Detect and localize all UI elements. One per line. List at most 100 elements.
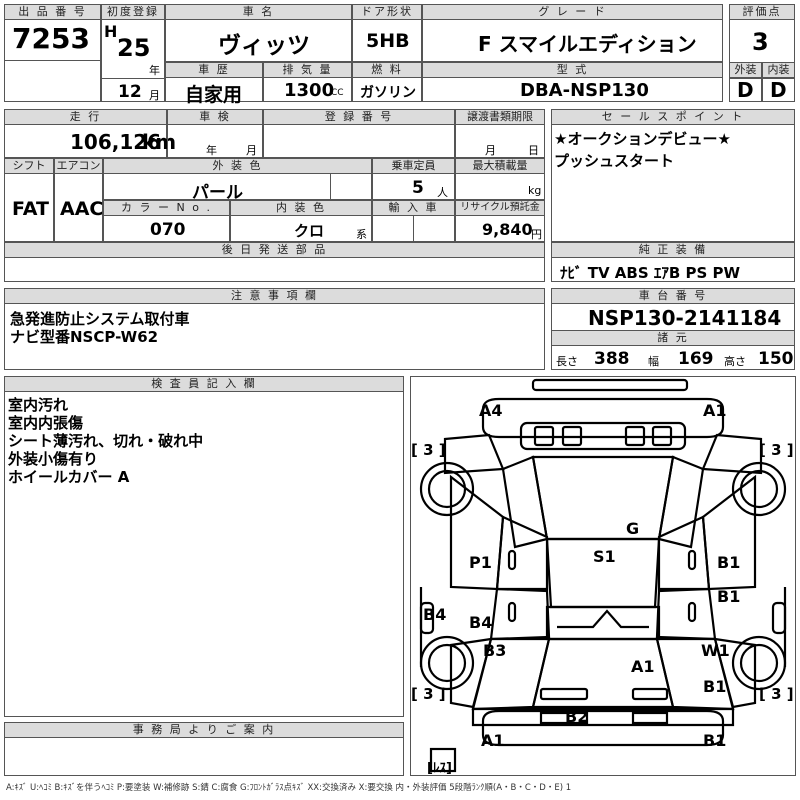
score-label: 評価点: [729, 4, 795, 20]
fuel: ガソリン: [360, 85, 416, 101]
mark-b1-bottom-right: B1: [703, 731, 727, 750]
ac: AAC: [60, 198, 104, 220]
color: パール: [192, 183, 243, 203]
shift-label: シフト: [4, 158, 54, 174]
inspector-note: シート薄汚れ、切れ・破れ中: [8, 432, 204, 450]
load-label: 最大積載量: [455, 158, 545, 174]
score: 3: [752, 28, 769, 56]
mark-b4-rear-left: B4: [469, 613, 493, 632]
mark-b1-rear-right: B1: [703, 677, 727, 696]
fuel-label: 燃 料: [352, 62, 422, 78]
model-label: 型 式: [422, 62, 723, 78]
length-label: 長さ: [556, 355, 578, 368]
office-label: 事 務 局 よ り ご 案 内: [4, 722, 404, 738]
transfer-day-unit: 日: [528, 144, 539, 157]
mileage: 106,126: [70, 130, 162, 154]
inspector-note: 室内汚れ: [8, 396, 69, 414]
tire-score-front-left: [ 3 ]: [411, 441, 446, 459]
length: 388: [594, 349, 630, 369]
door-label: ドア形状: [352, 4, 422, 20]
notes-label: 注 意 事 項 欄: [4, 288, 545, 304]
reg-month: 12: [118, 82, 142, 102]
mark-a1-bottom-left: A1: [481, 731, 505, 750]
mark-b1-right-rear: B1: [717, 587, 741, 606]
reg-year-unit: 年: [149, 64, 160, 77]
transfer-label: 譲渡書類期限: [455, 109, 545, 125]
mark-s1: S1: [593, 547, 616, 566]
sales-label: セ ー ル ス ポ イ ン ト: [551, 109, 795, 125]
reg-month-unit: 月: [149, 89, 160, 102]
chassis-number: NSP130-2141184: [588, 306, 782, 330]
legend: A:ｷｽﾞ U:ﾍｺﾐ B:ｷｽﾞを伴うﾍｺﾐ P:要塗装 W:補修跡 S:錆 …: [6, 783, 572, 793]
grade: F スマイルエディション: [478, 32, 697, 56]
parts-label: 後 日 発 送 部 品: [4, 242, 545, 258]
capacity-label: 乗車定員: [372, 158, 455, 174]
lot-divider: [4, 60, 101, 102]
disp-label: 排 気 量: [263, 62, 352, 78]
capacity: 5: [412, 178, 424, 198]
mark-g: G: [626, 519, 640, 538]
door-type: 5HB: [366, 30, 410, 52]
mark-b2: B2: [565, 707, 589, 726]
disp-unit: CC: [331, 88, 344, 98]
mark-a1-top-right: A1: [703, 401, 727, 420]
note-item: 急発進防止システム取付車: [10, 310, 190, 328]
sales-box: [551, 109, 795, 242]
int-box: [762, 78, 795, 102]
inspection-label: 車 検: [167, 109, 263, 125]
spare-tire-label: [ﾚｽ]: [427, 761, 452, 776]
reg-year: 25: [117, 34, 151, 62]
car-outline: [419, 378, 787, 773]
inspector-note: 室内内張傷: [8, 414, 84, 432]
car-name-label: 車 名: [165, 4, 352, 20]
sales-point: プッシュスタート: [554, 152, 675, 170]
equip-label: 純 正 装 備: [551, 242, 795, 258]
history-label: 車 歴: [165, 62, 263, 78]
tire-score-rear-right: [ 3 ]: [759, 685, 794, 703]
int-grade: D: [770, 78, 787, 102]
width: 169: [678, 349, 714, 369]
ext-box: [729, 78, 762, 102]
load-unit: kg: [528, 184, 542, 197]
mark-b1-right-door: B1: [717, 553, 741, 572]
grade-label: グ レ ー ド: [422, 4, 723, 20]
lot-number: 7253: [12, 22, 90, 55]
transfer-month-unit: 月: [485, 144, 496, 157]
int-label: 内装: [762, 62, 795, 78]
chassis-label: 車 台 番 号: [551, 288, 795, 304]
height: 150: [758, 349, 794, 369]
inspector-note: ホイールカバー A: [8, 468, 130, 486]
color-no: 070: [150, 220, 186, 240]
equipment: ﾅﾋﾞ TV ABS ｴｱB PS PW: [560, 264, 741, 282]
reg-era: H: [104, 22, 118, 41]
recycle-box: [455, 200, 545, 242]
shift: FAT: [12, 198, 49, 220]
mark-p1: P1: [469, 553, 492, 572]
inspector-notes: 室内汚れ 室内内張傷 シート薄汚れ、切れ・破れ中 外装小傷有り ホイールカバー …: [8, 396, 203, 486]
mileage-unit: km: [142, 130, 177, 154]
sales-points: ★オークションデビュー★ プッシュスタート: [554, 130, 731, 170]
inspector-note: 外装小傷有り: [8, 450, 99, 468]
regno-label: 登 録 番 号: [263, 109, 455, 125]
car-diagram: A4 A1 G S1 P1 B1 B1 B4 B4 B3 W1 A1 B1 B2…: [410, 376, 796, 776]
notes-list: 急発進防止システム取付車 ナビ型番NSCP-W62: [10, 310, 190, 346]
int-color-unit: 系: [356, 228, 367, 241]
reg-divider: [101, 78, 165, 79]
mark-w1: W1: [701, 641, 730, 660]
ac-label: エアコン: [54, 158, 103, 174]
sales-point: ★オークションデビュー★: [554, 130, 731, 148]
width-label: 幅: [648, 355, 659, 368]
mileage-label: 走 行: [4, 109, 167, 125]
note-item: ナビ型番NSCP-W62: [10, 328, 159, 346]
history: 自家用: [185, 84, 243, 106]
dims-label: 諸 元: [551, 330, 795, 346]
color-subcell: [330, 173, 372, 200]
tire-score-front-right: [ 3 ]: [759, 441, 794, 459]
color-label: 外 装 色: [103, 158, 372, 174]
int-color: クロ: [294, 222, 325, 240]
reg-label: 初度登録: [101, 4, 165, 20]
import-divider: [413, 216, 414, 242]
displacement: 1300: [284, 80, 335, 101]
ext-grade: D: [737, 78, 754, 102]
mark-a1-trunk: A1: [631, 657, 655, 676]
